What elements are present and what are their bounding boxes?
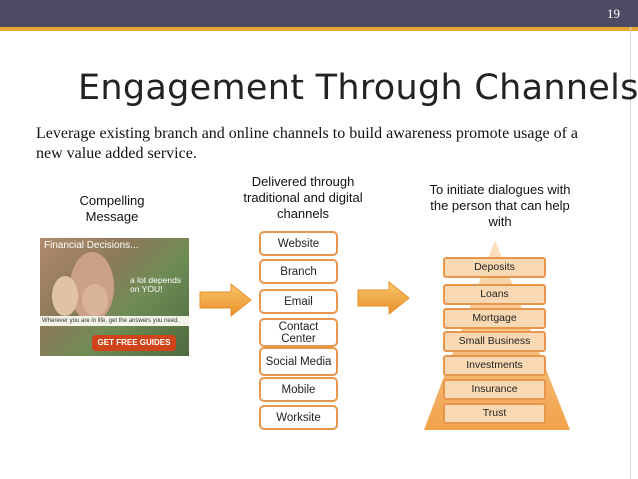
ad-heading: Financial Decisions...: [44, 240, 138, 251]
slide-title: Engagement Through Channels: [78, 68, 638, 108]
channel-contact-center: Contact Center: [259, 318, 338, 347]
pyramid-loans: Loans: [443, 284, 546, 305]
ad-tagline: a lot depends on YOU!: [130, 276, 189, 294]
ad-person-child: [52, 276, 78, 316]
promo-ad-image: Financial Decisions... a lot depends on …: [40, 238, 189, 356]
header-bar: [0, 0, 638, 27]
right-arrow-icon: [199, 283, 253, 317]
channel-branch: Branch: [259, 259, 338, 284]
pyramid-trust: Trust: [443, 403, 546, 424]
caption-compelling-message: Compelling Message: [62, 193, 162, 225]
channel-website: Website: [259, 231, 338, 256]
right-arrow-icon: [357, 281, 411, 315]
pyramid-small-business: Small Business: [443, 331, 546, 352]
ad-get-guides-button: GET FREE GUIDES: [92, 335, 176, 351]
pyramid-investments: Investments: [443, 355, 546, 376]
pyramid-mortgage: Mortgage: [443, 308, 546, 329]
header-accent-line: [0, 27, 638, 31]
page-number: 19: [607, 6, 620, 22]
caption-delivery-channels: Delivered through traditional and digita…: [226, 174, 380, 222]
pyramid-deposits: Deposits: [443, 257, 546, 278]
channel-social-media: Social Media: [259, 347, 338, 376]
caption-dialogues: To initiate dialogues with the person th…: [420, 182, 580, 230]
ad-person-child: [82, 284, 108, 316]
channel-email: Email: [259, 289, 338, 314]
slide-subtitle: Leverage existing branch and online chan…: [36, 124, 606, 164]
ad-strip-text: Wherever you are in life, get the answer…: [40, 316, 189, 326]
channel-mobile: Mobile: [259, 377, 338, 402]
channel-worksite: Worksite: [259, 405, 338, 430]
pyramid-insurance: Insurance: [443, 379, 546, 400]
